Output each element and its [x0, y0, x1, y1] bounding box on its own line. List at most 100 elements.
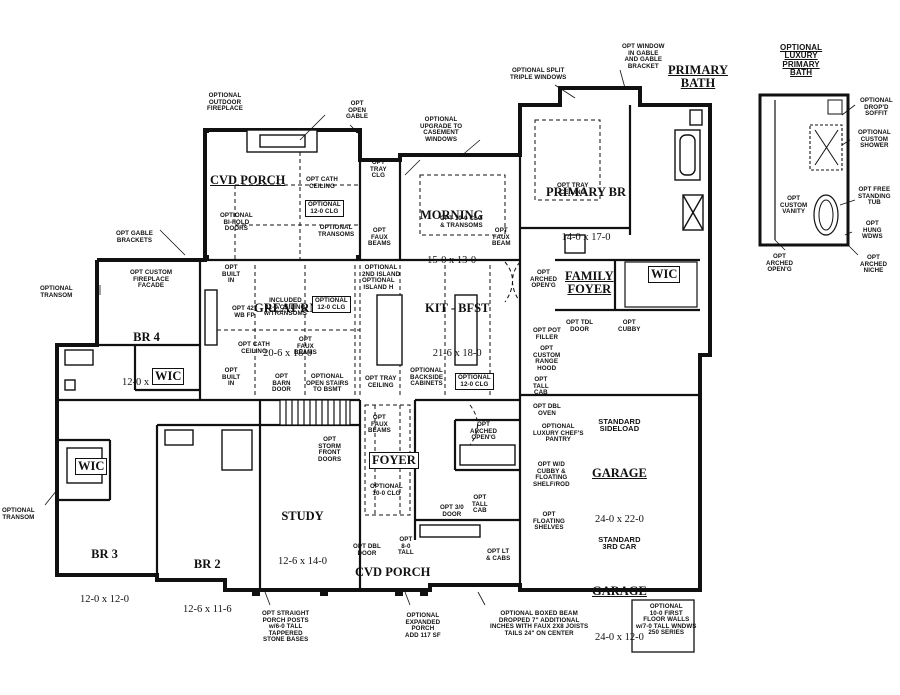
note-opt-arched-openg-kit: OPT ARCHED OPEN'G [530, 269, 558, 289]
study-room: STUDY 12-6 x 14-0 [278, 476, 327, 584]
note-optional-expanded-porch: OPTIONAL EXPANDED PORCH ADD 117 SF [405, 612, 441, 639]
note-opt-tray-clg-morning: OPT TRAY CLG [370, 159, 387, 179]
note-opt-custom-shower: OPTIONAL CUSTOM SHOWER [858, 129, 891, 149]
note-opt-custom-vanity: OPT CUSTOM VANITY [780, 195, 808, 215]
garage-sideload-room: STANDARD SIDELOAD GARAGE 24-0 x 22-0 [592, 384, 647, 541]
garage-3rd-name: GARAGE [592, 583, 647, 598]
note-opt-dbl-oven: OPT DBL OVEN [533, 403, 561, 417]
note-opt-drop-soffit: OPTIONAL DROP'D SOFFIT [860, 97, 893, 117]
note-opt-built-in-top: OPT BUILT IN [222, 264, 241, 284]
kit-bfst-room: KIT - BFST 21-6 x 18-0 [425, 268, 489, 376]
luxury-primary-bath-label: OPTIONAL LUXURY PRIMARY BATH [780, 43, 823, 78]
br3-name: BR 3 [91, 546, 118, 561]
note-opt-hung-wdws: OPT HUNG WDWS [862, 220, 883, 240]
note-opt-built-in-bottom: OPT BUILT IN [222, 367, 241, 387]
garage-sideload-dim: 24-0 x 22-0 [594, 513, 644, 525]
note-opt-faux-beams-foyer: OPT FAUX BEAMS [368, 414, 391, 434]
note-opt-upgrade-casement: OPTIONAL UPGRADE TO CASEMENT WINDOWS [420, 116, 463, 143]
note-opt-free-standing-tub: OPT FREE STANDING TUB [858, 186, 891, 206]
garage-3rd-dim: 24-0 x 12-0 [594, 631, 644, 643]
note-included-11-ceiling: INCLUDED 11-0 CEILING w/TRANSOMS [264, 297, 307, 317]
note-opt-tray-ceiling-kit: OPT TRAY CEILING [365, 375, 397, 389]
note-optional-open-stairs: OPTIONAL OPEN STAIRS TO BSMT [306, 373, 349, 393]
note-opt-tall-cab-foyer: OPT TALL CAB [472, 494, 488, 514]
foyer-label: FOYER [369, 452, 419, 470]
note-opt-outdoor-fireplace: OPTIONAL OUTDOOR FIREPLACE [207, 92, 243, 112]
note-opt-open-gable: OPT OPEN GABLE [346, 100, 369, 120]
note-opt-cath-ceiling-porch: OPT CATH CEILING [306, 176, 338, 190]
great-rm-dim: 20-6 x 18-0 [263, 348, 313, 360]
note-opt-lt-cabs: OPT LT & CABS [486, 548, 511, 562]
note-optional-island-h: OPTIONAL ISLAND H [362, 277, 395, 291]
note-opt-tray-ceiling-primary: OPT TRAY CEILING [557, 182, 589, 196]
note-opt-gable-brackets: OPT GABLE BRACKETS [116, 230, 153, 244]
note-optional-boxed-beam: OPTIONAL BOXED BEAM DROPPED 7" ADDITIONA… [490, 610, 589, 637]
garage-3rd-pre: STANDARD 3RD CAR [598, 534, 641, 552]
great-rm-room: GREAT RM 20-6 x 18-0 [254, 268, 321, 376]
exterior-wall [55, 86, 712, 592]
note-opt-tall-cab-kit: OPT TALL CAB [533, 376, 549, 396]
study-name: STUDY [281, 508, 324, 523]
note-opt-8-tall: OPT 8-0 TALL [398, 536, 414, 556]
note-optional-luxury-pantry: OPTIONAL LUXURY CHEF'S PANTRY [533, 423, 584, 443]
note-optional-2nd-island: OPTIONAL 2ND ISLAND [362, 264, 401, 278]
note-optional-transom-br3: OPTIONAL TRANSOM [2, 507, 35, 521]
cvd-porch-top-label: CVD PORCH [210, 173, 286, 187]
wic-br3-label: WIC [75, 458, 108, 476]
morning-name: MORNING [420, 207, 484, 222]
br2-room: BR 2 12-6 x 11-6 [183, 524, 232, 632]
note-opt-cath-ceiling-great: OPT CATH CEILING [238, 341, 270, 355]
note-opt-storm-front: OPT STORM FRONT DOORS [318, 436, 342, 463]
note-opt-floating-shelves: OPT FLOATING SHELVES [533, 511, 565, 531]
primary-bath-label: PRIMARY BATH [668, 63, 728, 91]
morning-dim: 15-0 x 13-0 [427, 255, 477, 267]
note-optional-transoms-porch: OPTIONAL TRANSOMS [318, 224, 355, 238]
note-opt-wd-cubby: OPT W/D CUBBY & FLOATING SHELF/ROD [533, 461, 570, 488]
kit-bfst-dim: 21-6 x 18-0 [432, 348, 482, 360]
note-opt-36-door: OPT 3/0 DOOR [440, 504, 464, 518]
note-opt-faux-beam-kit: OPT FAUX BEAM [492, 227, 511, 247]
note-optional-12-clg-porch: OPTIONAL 12-0 CLG [305, 200, 344, 217]
note-opt-faux-beams-morning: OPT FAUX BEAMS [368, 227, 391, 247]
note-opt-straight-posts: OPT STRAIGHT PORCH POSTS w/6-0 TALL TAPP… [262, 610, 310, 643]
garage-3rd-room: STANDARD 3RD CAR GARAGE 24-0 x 12-0 [592, 502, 647, 659]
note-opt-arched-openg-bath: OPT ARCHED OPEN'G [766, 253, 794, 273]
note-opt-arched-niche: OPT ARCHED NICHE [860, 254, 888, 274]
note-optional-10-clg-foyer: OPTIONAL 10-0 CLG [370, 483, 403, 497]
wic-primary-label: WIC [648, 266, 681, 284]
note-optional-first-floor-walls: OPTIONAL 10-0 FIRST FLOOR WALLS w/7-0 TA… [636, 603, 697, 636]
br3-room: BR 3 12-0 x 12-0 [80, 514, 129, 622]
note-optional-transom-left: OPTIONAL TRANSOM [40, 285, 73, 299]
kit-bfst-name: KIT - BFST [425, 300, 490, 315]
note-optional-bifold: OPTIONAL BI-FOLD DOORS [220, 212, 253, 232]
note-opt-faux-beams-great: OPT FAUX BEAMS [294, 336, 317, 356]
note-opt-split-triple: OPTIONAL SPLIT TRIPLE WINDOWS [510, 67, 567, 81]
wic-br4-label: WIC [152, 368, 185, 386]
note-opt-tdl-door: OPT TDL DOOR [566, 319, 594, 333]
note-opt-custom-range-hood: OPT CUSTOM RANGE HOOD [533, 345, 561, 372]
note-opt-custom-fireplace: OPT CUSTOM FIREPLACE FACADE [130, 269, 173, 289]
primary-br-dim: 14-0 x 17-0 [561, 232, 611, 244]
br2-name: BR 2 [193, 556, 221, 571]
family-foyer-label: FAMILY FOYER [565, 269, 614, 297]
study-dim: 12-6 x 14-0 [278, 556, 327, 568]
primary-br-name: PRIMARY BR [546, 184, 626, 199]
br4-name: BR 4 [133, 329, 160, 344]
cvd-porch-bottom-label: CVD PORCH [355, 565, 431, 579]
note-opt-42-wb-fp: OPT 42" WB FP [232, 305, 257, 319]
morning-room: MORNING 15-0 x 13-0 [420, 175, 483, 283]
br3-dim: 12-0 x 12-0 [80, 594, 129, 606]
note-optional-12-clg-great: OPTIONAL 12-0 CLG [312, 296, 351, 313]
note-opt-barn-door: OPT BARN DOOR [272, 373, 291, 393]
note-opt-dbl-door: OPT DBL DOOR [353, 543, 381, 557]
br2-dim: 12-6 x 11-6 [183, 604, 232, 616]
note-optional-12-clg-kit: OPTIONAL 12-0 CLG [455, 373, 494, 390]
note-opt-window-gable: OPT WINDOW IN GABLE AND GABLE BRACKET [622, 43, 665, 70]
br4-room: BR 4 12-0 x 12-0 [122, 297, 171, 405]
primary-br-room: PRIMARY BR 14-0 x 17-0 [546, 152, 626, 260]
note-opt-cubby: OPT CUBBY [618, 319, 641, 333]
note-opt-10-clg-transoms: OPT 10-0 CLG & TRANSOMS [440, 215, 483, 229]
note-opt-arched-openg-pantry: OPT ARCHED OPEN'G [470, 421, 498, 441]
garage-sideload-name: GARAGE [592, 465, 647, 480]
